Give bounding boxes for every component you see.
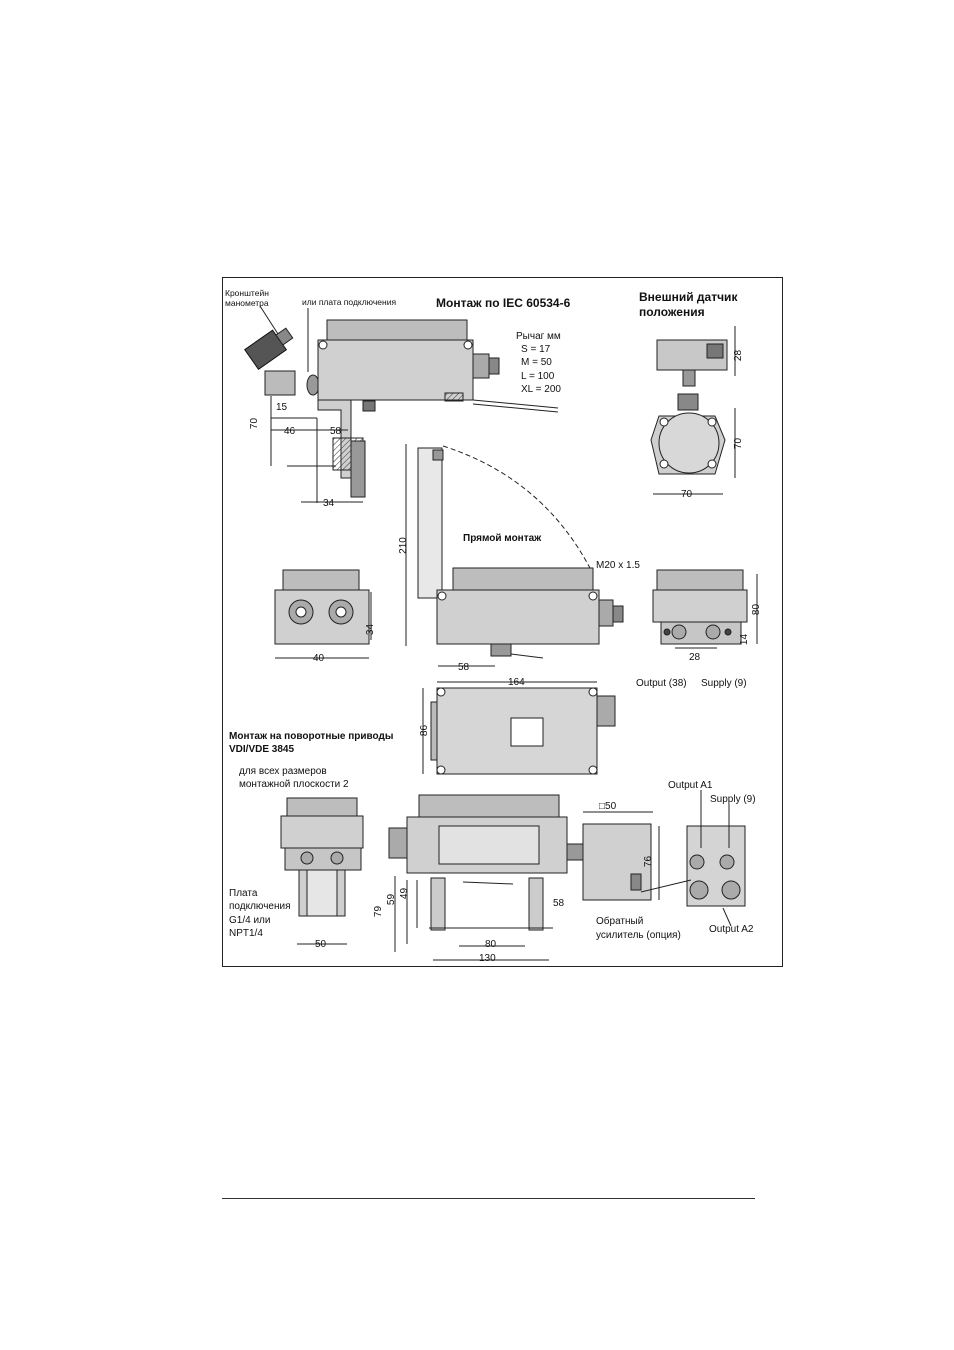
footer-rule: [222, 1198, 755, 1199]
dim-34b: 34: [365, 623, 377, 636]
booster-label-1: Обратный: [596, 916, 644, 927]
dim-59: 59: [386, 893, 398, 906]
all-sizes-2: монтажной плоскости 2: [239, 779, 349, 790]
lever-s: S = 17: [521, 344, 551, 355]
direct-mounting-view: [405, 444, 624, 667]
connection-plate-or-label: или плата подключения: [302, 297, 397, 307]
rotary-title-1: Монтаж на поворотные приводы: [229, 731, 394, 742]
lever-m: M = 50: [521, 357, 552, 368]
dim-80: 80: [751, 603, 763, 616]
rotary-side-view: [388, 794, 584, 961]
dim-58a: 58: [330, 426, 342, 437]
dim-164: 164: [508, 677, 525, 688]
gauge-bracket-label-1: Кронштейн: [225, 288, 269, 298]
external-sensor-view: [650, 326, 736, 495]
dim-70c: 70: [681, 489, 693, 500]
dim-130: 130: [479, 953, 496, 964]
dim-46: 46: [284, 426, 296, 437]
dim-70b: 70: [733, 437, 745, 450]
dim-34a: 34: [323, 498, 335, 509]
port-side-view: [652, 569, 758, 649]
dim-76: 76: [643, 855, 655, 868]
plate-label-1: Плата: [229, 888, 258, 899]
dim-28b: 28: [689, 652, 701, 663]
top-view: [422, 681, 616, 775]
thread-label: M20 x 1.5: [596, 560, 640, 571]
dim-80b: 80: [485, 939, 497, 950]
port-supply9: Supply (9): [701, 678, 747, 689]
dim-14: 14: [739, 633, 751, 646]
dim-58c: 58: [553, 898, 565, 909]
lever-xl: XL = 200: [521, 384, 561, 395]
dim-49: 49: [399, 887, 411, 900]
port-output-a2: Output A2: [709, 924, 754, 935]
plate-label-2: подключения: [229, 901, 291, 912]
booster-port-face: [640, 790, 746, 927]
dim-28: 28: [733, 349, 745, 362]
iec-title: Монтаж по IEC 60534-6: [436, 296, 571, 310]
dim-50sq: □50: [599, 801, 617, 812]
drawing-frame: Кронштейн манометра или плата подключени…: [222, 277, 783, 967]
iec-mounting-view: [244, 305, 559, 503]
external-sensor-title-2: положения: [639, 305, 705, 319]
connection-side-view: [274, 569, 372, 659]
rotary-plate-view: [280, 797, 364, 945]
technical-drawing: [244, 305, 758, 961]
external-sensor-title-1: Внешний датчик: [639, 290, 738, 304]
dim-40: 40: [313, 653, 325, 664]
rotary-title-2: VDI/VDE 3845: [229, 744, 295, 755]
dim-58b: 58: [458, 662, 470, 673]
dim-15: 15: [276, 402, 288, 413]
gauge-bracket-label-2: манометра: [225, 298, 269, 308]
port-output38: Output (38): [636, 678, 687, 689]
booster-label-2: усилитель (опция): [596, 930, 681, 941]
plate-label-4: NPT1/4: [229, 928, 263, 939]
dim-86: 86: [419, 724, 431, 737]
dim-79: 79: [373, 905, 385, 918]
dim-50: 50: [315, 939, 327, 950]
plate-label-3: G1/4 или: [229, 915, 271, 926]
dim-210: 210: [397, 537, 409, 554]
lever-heading: Рычаг мм: [516, 331, 561, 342]
dim-70a: 70: [249, 417, 261, 430]
all-sizes-1: для всех размеров: [239, 766, 327, 777]
port-output-a1: Output A1: [668, 780, 713, 791]
lever-l: L = 100: [521, 371, 555, 382]
booster-view: [582, 811, 660, 901]
direct-mounting-label: Прямой монтаж: [463, 533, 542, 544]
port-supply9b: Supply (9): [710, 794, 756, 805]
